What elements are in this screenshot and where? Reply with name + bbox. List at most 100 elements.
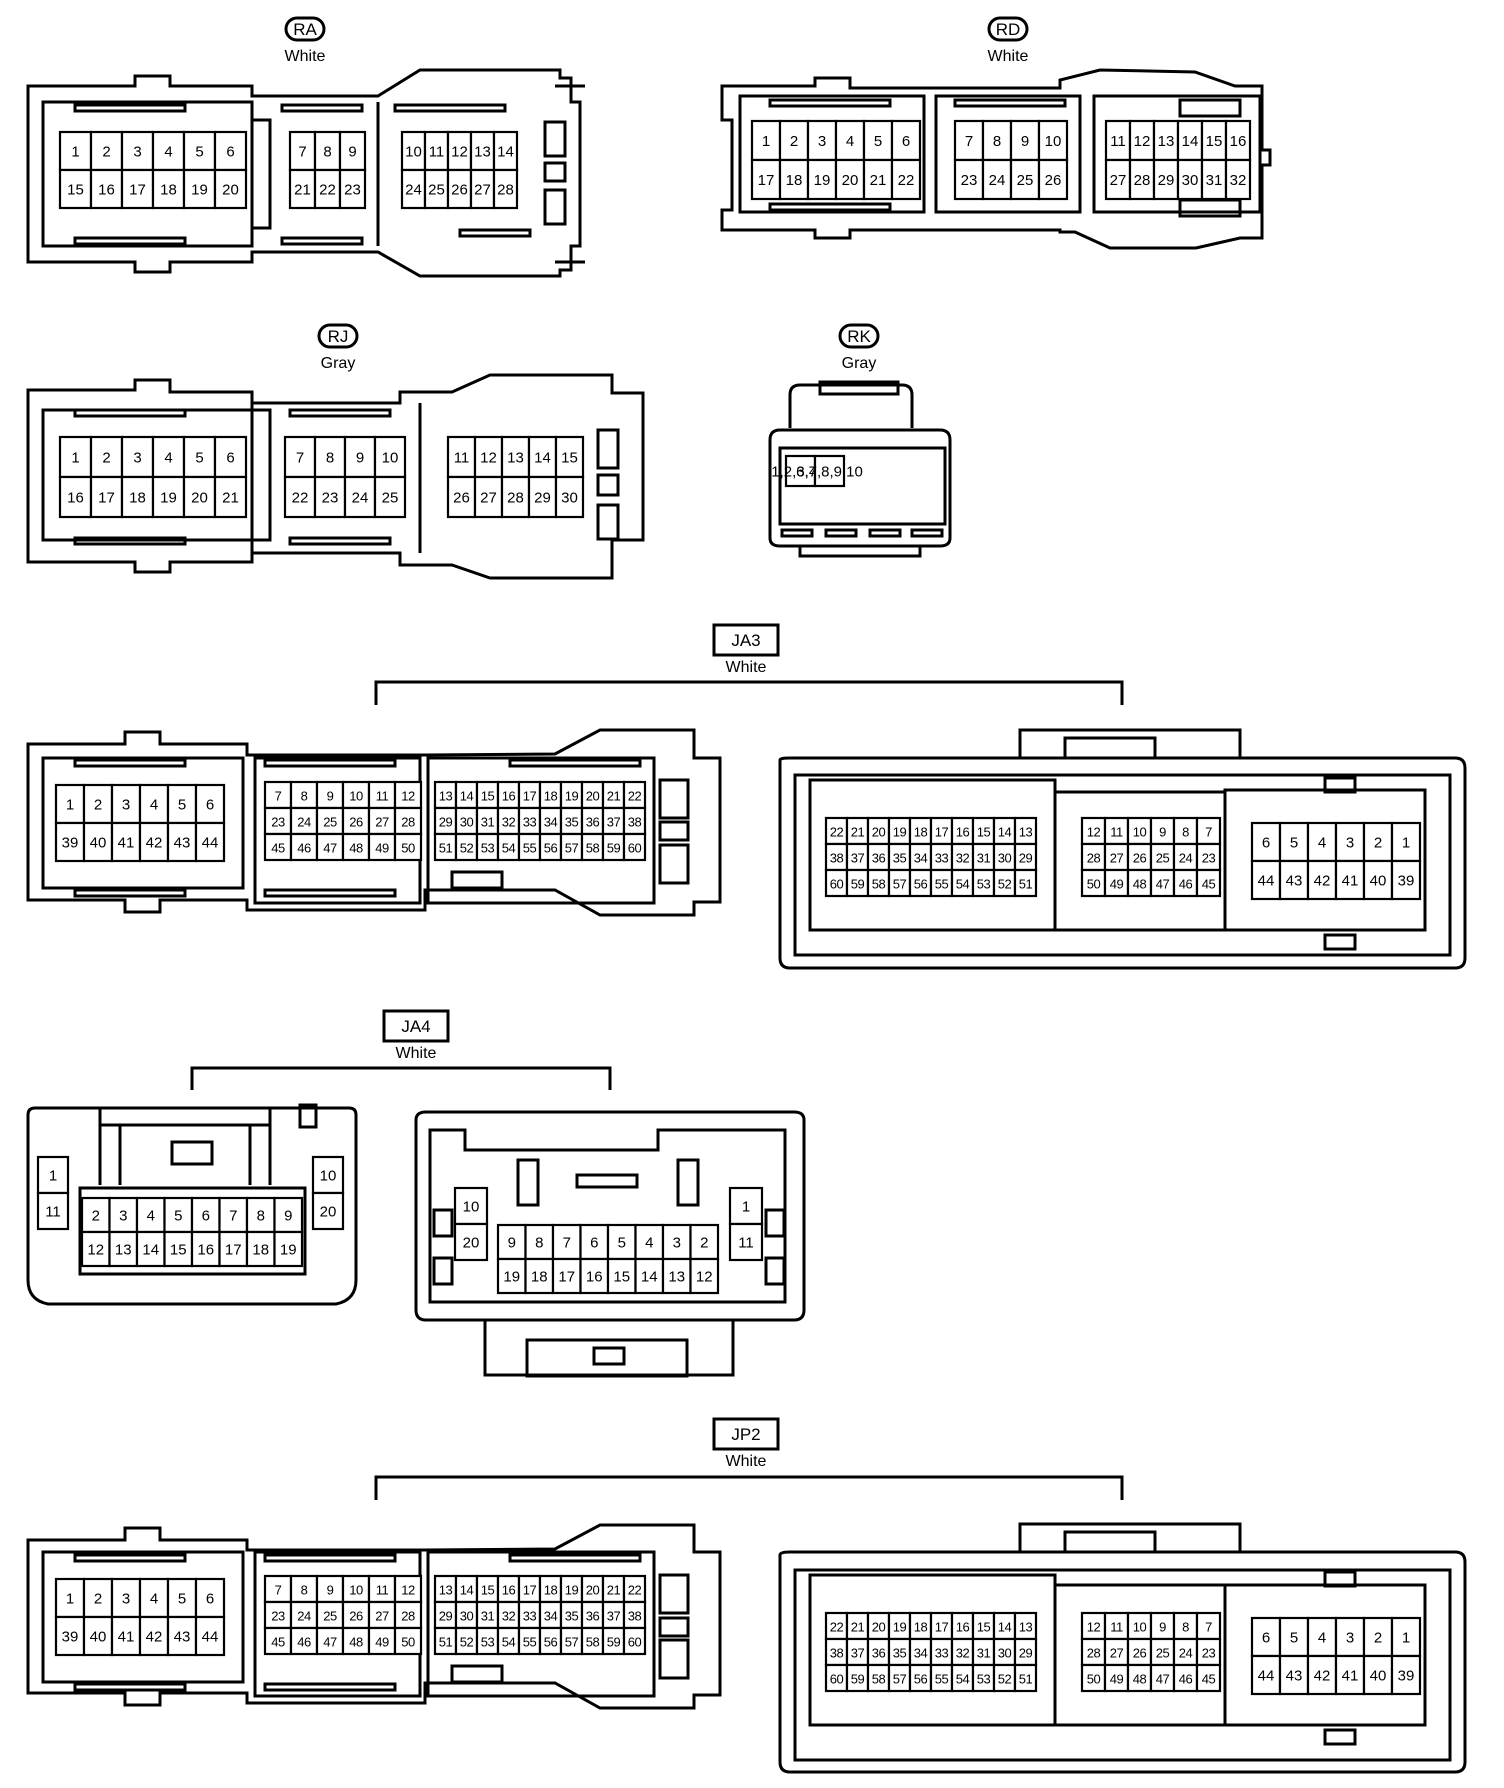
jp2-pin-label: 24 <box>1179 1646 1193 1661</box>
jp2-pin-label: 22 <box>830 1620 844 1635</box>
rj-pin-label: 12 <box>480 450 497 467</box>
rd-pin-label: 12 <box>1134 133 1151 150</box>
ra-pin-label: 7 <box>298 144 306 161</box>
ja3-pin-cell <box>393 832 423 862</box>
ja4-pin-label: 10 <box>463 1199 480 1216</box>
jp2-pin-label: 41 <box>118 1629 135 1646</box>
ra-pin-label: 14 <box>497 144 514 161</box>
jp2-pin-cell <box>1195 1663 1222 1693</box>
jp2-pin-label: 43 <box>1286 1668 1303 1685</box>
ja3-pin-label: 17 <box>935 825 949 840</box>
rj-pin-label: 25 <box>382 490 399 507</box>
ja3-pin-label: 37 <box>607 815 621 830</box>
ja4-pin-label: 5 <box>174 1208 182 1225</box>
ra-pin-label: 2 <box>102 144 110 161</box>
jp2-pin-label: 8 <box>1182 1620 1189 1635</box>
rj-pin-cell <box>554 475 585 519</box>
ja3-pin-label: 8 <box>301 789 308 804</box>
ja3-pin-label: 24 <box>297 815 311 830</box>
ra-pin-cell <box>89 130 124 172</box>
jp2-pin-label: 43 <box>174 1629 191 1646</box>
ja3-pin-cell <box>110 783 142 825</box>
ja3-pin-cell <box>166 821 198 863</box>
ja3-pin-label: 41 <box>1342 873 1359 890</box>
ja3-pin-label: 14 <box>998 825 1012 840</box>
ra-pin-label: 25 <box>428 182 445 199</box>
jp2-pin-label: 29 <box>1019 1646 1033 1661</box>
ja3-pin-label: 43 <box>1286 873 1303 890</box>
rd-pin-label: 21 <box>870 172 887 189</box>
label-jp2-color: White <box>726 1453 767 1470</box>
rd-pin-cell <box>1224 119 1252 162</box>
ja3-pin-label: 6 <box>1262 835 1270 852</box>
ja4-pin-cell <box>218 1230 249 1268</box>
ja3-pin-label: 44 <box>202 835 219 852</box>
label-ja3-name: JA3 <box>731 631 760 650</box>
jp2-pin-label: 17 <box>523 1583 537 1598</box>
jp2-pin-label: 15 <box>977 1620 991 1635</box>
rd-pin-label: 17 <box>758 172 775 189</box>
rj-pin-cell <box>182 475 217 519</box>
jp2-pin-cell <box>341 1574 371 1604</box>
jp2-pin-label: 49 <box>1110 1672 1124 1687</box>
rd-pin-label: 13 <box>1158 133 1175 150</box>
ja4-pin-label: 9 <box>284 1208 292 1225</box>
ja4-pin-label: 15 <box>613 1269 630 1286</box>
ja4-pin-cell <box>273 1196 304 1234</box>
jp2-pin-label: 30 <box>998 1646 1012 1661</box>
ja4-pin-label: 7 <box>229 1208 237 1225</box>
jp2-pin-label: 33 <box>523 1609 537 1624</box>
ra-pin-cell <box>338 168 367 210</box>
ja4-pin-label: 20 <box>320 1204 337 1221</box>
connector-rj <box>26 323 645 580</box>
jp2-pin-label: 37 <box>851 1646 865 1661</box>
ja3-pin-label: 28 <box>1087 851 1101 866</box>
connector-ja4 <box>26 1009 806 1378</box>
rd-pin-label: 8 <box>993 133 1001 150</box>
jp2-pin-label: 53 <box>977 1672 991 1687</box>
jp2-pin-label: 7 <box>1205 1620 1212 1635</box>
rj-pin-label: 28 <box>507 490 524 507</box>
rj-pin-cell <box>446 435 477 479</box>
rj-pin-cell <box>213 475 248 519</box>
jp2-pin-label: 39 <box>1398 1668 1415 1685</box>
label-ra-color: White <box>285 48 326 65</box>
rd-pin-label: 32 <box>1230 172 1247 189</box>
rd-pin-cell <box>806 158 838 201</box>
ja3-pin-label: 8 <box>1182 825 1189 840</box>
ra-pin-cell <box>58 168 93 210</box>
ja3-pin-label: 54 <box>502 841 516 856</box>
rd-pin-label: 27 <box>1110 172 1127 189</box>
ra-pin-label: 19 <box>191 182 208 199</box>
jp2-pin-cell <box>1334 1654 1366 1696</box>
ja3-pin-label: 55 <box>935 877 949 892</box>
jp2-pin-cell <box>315 1600 345 1630</box>
jp2-pin-label: 9 <box>327 1583 334 1598</box>
ja3-pin-cell <box>1195 868 1222 898</box>
jp2-pin-label: 6 <box>1262 1630 1270 1647</box>
label-rj-name: RJ <box>328 327 349 346</box>
jp2-pin-label: 55 <box>935 1672 949 1687</box>
ja4-pin-label: 3 <box>673 1235 681 1252</box>
ja3-pin-label: 51 <box>1019 877 1033 892</box>
rd-pin-label: 19 <box>814 172 831 189</box>
jp2-pin-label: 58 <box>872 1672 886 1687</box>
connector-rd <box>720 16 1272 250</box>
ja3-pin-label: 19 <box>565 789 579 804</box>
rd-pin-label: 28 <box>1134 172 1151 189</box>
ja3-pin-label: 41 <box>118 835 135 852</box>
ja3-pin-label: 33 <box>935 851 949 866</box>
ja3-pin-label: 49 <box>375 841 389 856</box>
ja4-pin-label: 2 <box>92 1208 100 1225</box>
ra-pin-label: 12 <box>451 144 468 161</box>
ja3-pin-label: 5 <box>1290 835 1298 852</box>
label-rd-name: RD <box>996 20 1021 39</box>
ja4-pin-label: 13 <box>668 1269 685 1286</box>
ja3-pin-label: 43 <box>174 835 191 852</box>
ja3-pin-label: 20 <box>586 789 600 804</box>
ja4-pin-cell <box>661 1223 692 1261</box>
label-rd-color: White <box>988 48 1029 65</box>
jp2-pin-label: 60 <box>628 1635 642 1650</box>
ja3-pin-label: 57 <box>565 841 579 856</box>
ja3-pin-label: 9 <box>1159 825 1166 840</box>
